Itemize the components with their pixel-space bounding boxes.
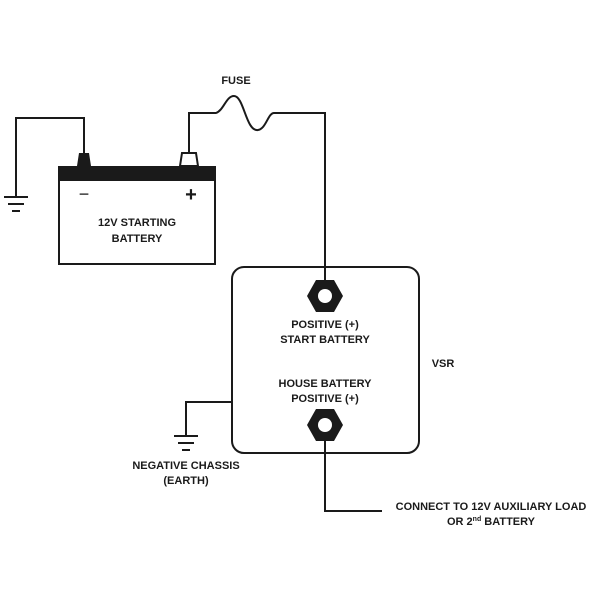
auxiliary-label-2-superscript: nd [473,516,482,523]
start-terminal-hole [318,289,332,303]
vsr-ground: NEGATIVE CHASSIS (EARTH) [132,401,240,487]
positive-terminal-icon [178,152,200,167]
starting-battery: − + 12V STARTING BATTERY [58,152,216,265]
house-terminal-label-1: HOUSE BATTERY [279,378,373,390]
battery-plus-sign: + [185,184,197,206]
fuse-label: FUSE [221,75,250,87]
battery-label-line-1: 12V STARTING [98,217,176,229]
auxiliary-wire [324,441,382,512]
auxiliary-label-2: OR 2nd BATTERY [447,516,536,528]
battery-minus-sign: − [79,184,90,204]
negative-terminal-icon [77,153,91,166]
battery-label-line-2: BATTERY [112,233,163,245]
positive-wire-with-fuse [188,94,326,283]
auxiliary-output: CONNECT TO 12V AUXILIARY LOAD OR 2nd BAT… [324,441,587,528]
vsr-unit: POSITIVE (+) START BATTERY HOUSE BATTERY… [231,266,455,454]
battery-top-bar [58,166,216,180]
vsr-ground-wire [185,401,232,436]
auxiliary-label-2-prefix: OR 2 [447,516,473,528]
chassis-label-2: (EARTH) [163,475,209,487]
house-terminal-hole [318,418,332,432]
chassis-label-1: NEGATIVE CHASSIS [132,460,239,472]
battery-negative-wire [15,117,85,197]
auxiliary-label-2-suffix: BATTERY [481,516,535,528]
auxiliary-label-1: CONNECT TO 12V AUXILIARY LOAD [396,501,587,513]
battery-body [58,179,216,265]
house-terminal-label-2: POSITIVE (+) [291,393,359,405]
start-terminal-label-2: START BATTERY [280,334,370,346]
battery-ground [4,117,85,212]
start-terminal-label-1: POSITIVE (+) [291,319,359,331]
vsr-label: VSR [432,358,455,370]
positive-feed: FUSE [188,75,326,283]
